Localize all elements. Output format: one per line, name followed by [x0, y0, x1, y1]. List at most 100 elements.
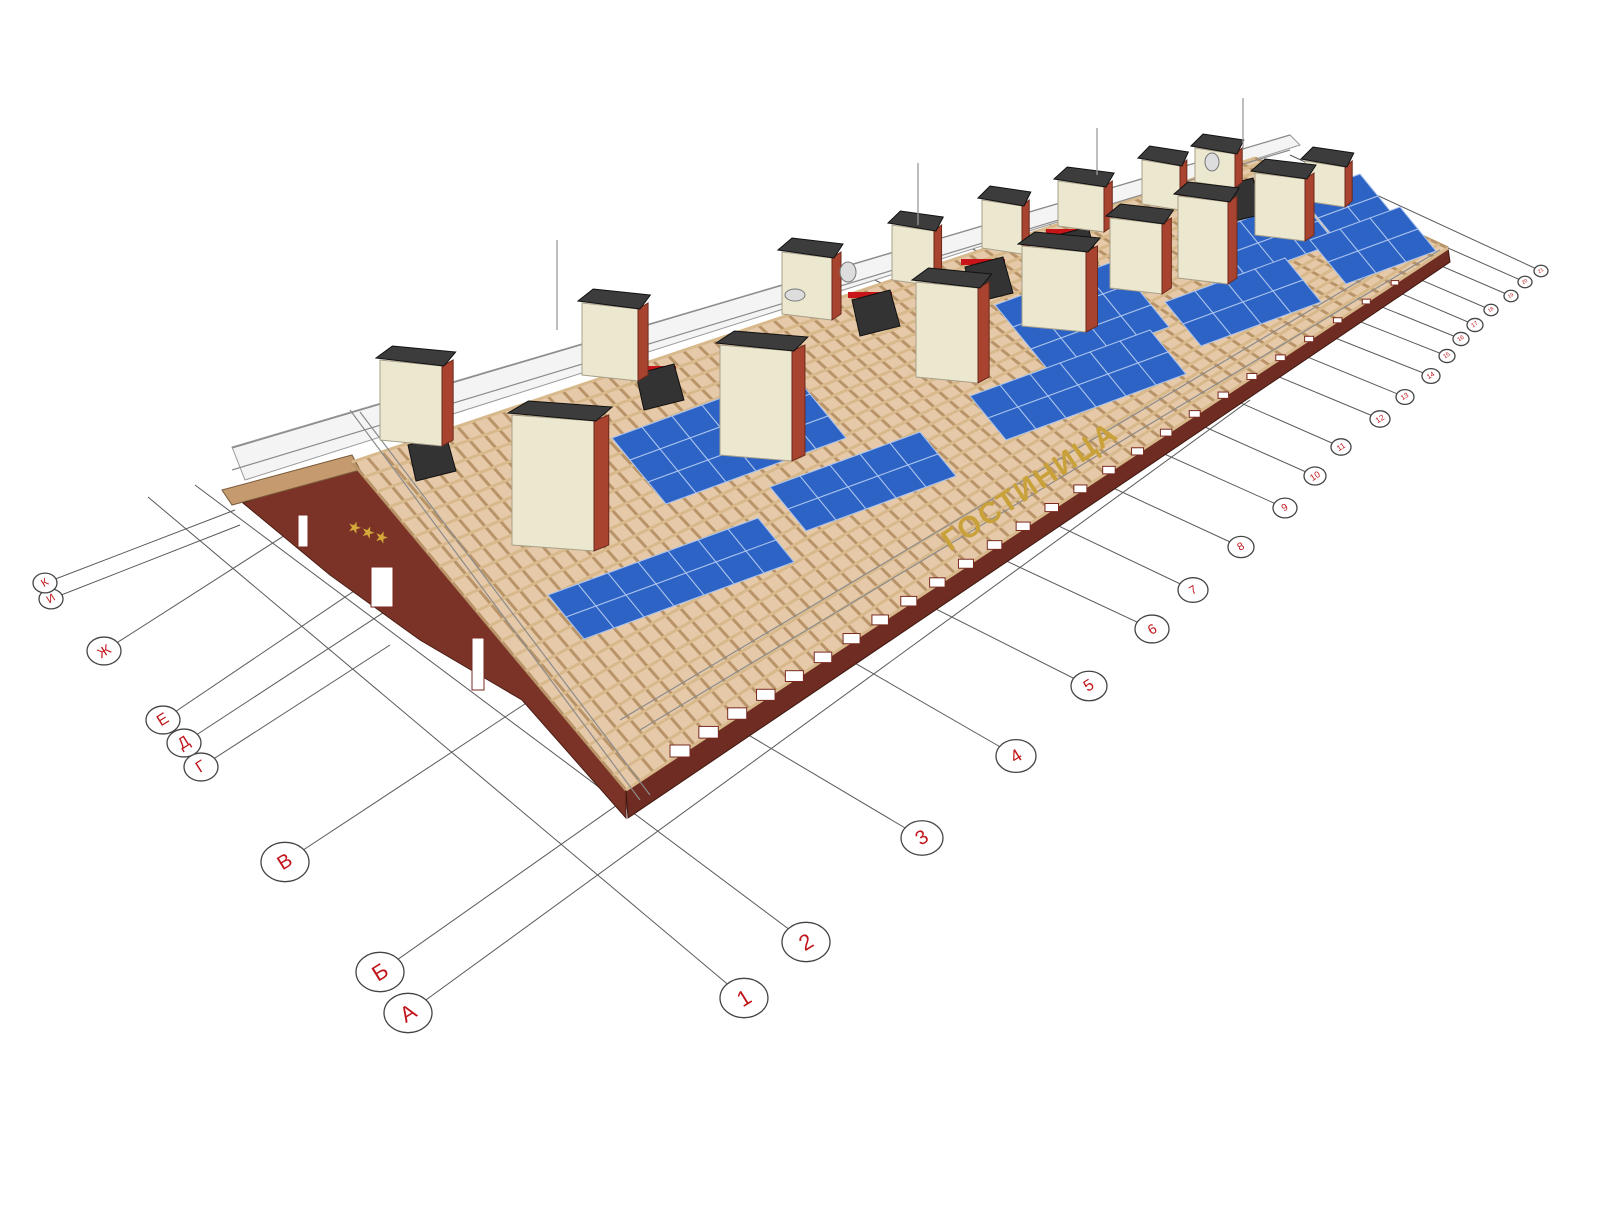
chimney-cap: [1052, 166, 1115, 188]
solar-panel: [1387, 228, 1437, 263]
chimney: [374, 345, 457, 447]
chimney-brick-side: [1344, 159, 1353, 209]
grid-axis-bubble: [1483, 303, 1499, 317]
chimney: [506, 400, 614, 552]
facade-window: [1073, 484, 1088, 494]
solar-panel: [907, 453, 957, 488]
grid-axis-label: 8: [1235, 540, 1247, 553]
chimney-brick-side: [1161, 217, 1172, 295]
chimney: [576, 288, 652, 382]
chimney-face: [581, 302, 639, 382]
grid-axis-label: 18: [1487, 306, 1495, 314]
grid-axis-bubble: [260, 841, 310, 883]
chimney-brick-side: [831, 251, 842, 321]
chimney-face: [1177, 195, 1229, 285]
chimney-face: [379, 359, 443, 447]
chimney-cap: [886, 210, 945, 232]
gable-window: [297, 514, 309, 548]
chimney-brick-side: [1234, 146, 1243, 190]
chimney-face: [1021, 245, 1087, 333]
chimney-cap: [576, 288, 652, 310]
chimney-face: [915, 281, 979, 384]
grid-axis-bubble: [1369, 410, 1391, 428]
chimney-face: [719, 344, 793, 462]
facade-window: [1304, 335, 1315, 343]
facade-window: [1159, 428, 1173, 437]
facade-window: [1102, 465, 1116, 475]
facade-window: [1361, 298, 1371, 305]
solar-panel: [1120, 304, 1170, 339]
grid-axis-bubble: [1134, 614, 1170, 644]
chimney-cap: [1136, 145, 1190, 167]
grid-axis-label: 19: [1507, 292, 1515, 300]
grid-axis-label: 20: [1521, 278, 1529, 286]
solar-panel: [1137, 351, 1187, 386]
grid-axis-label: 15: [1443, 351, 1452, 360]
facade-window: [1044, 503, 1059, 513]
grid-axis-bubble: [1227, 535, 1255, 559]
chimney-brick-side: [1227, 195, 1238, 285]
chimney: [1249, 158, 1317, 242]
facade-window: [813, 651, 833, 664]
railing-bar: [619, 244, 1421, 721]
facade-window: [1217, 391, 1230, 399]
facade-window: [727, 707, 748, 720]
facade-window: [842, 633, 861, 645]
facade-window: [756, 688, 776, 701]
chimney-cap: [1299, 146, 1355, 168]
chimney: [886, 210, 945, 288]
facade-window: [986, 540, 1003, 550]
facade-window: [871, 614, 889, 626]
grid-axis-letter: И: [38, 524, 241, 610]
facade-window: [1332, 317, 1343, 324]
batten: [600, 238, 1432, 762]
grid-axis-bubble: [1533, 264, 1549, 278]
grid-axis-letter: Д: [166, 604, 396, 758]
chimney: [1104, 203, 1175, 295]
facade-window: [957, 558, 974, 569]
grid-axis-label: 16: [1457, 334, 1466, 343]
grid-axis-line: [147, 496, 745, 999]
chimney-cap: [714, 330, 809, 352]
chimney-face: [981, 199, 1023, 255]
chimney-brick-side: [791, 344, 806, 462]
building-model: ГОСТИНИЦА ★★★: [221, 98, 1451, 820]
chimney-cap: [776, 237, 844, 259]
gable-window: [471, 637, 485, 691]
chimney-face: [1254, 172, 1306, 242]
chimney: [714, 330, 809, 462]
chimney-cap: [506, 400, 614, 422]
grid-axis-bubble: [1438, 348, 1456, 364]
chimney-face: [1057, 180, 1105, 233]
grid-axis-bubble: [1330, 438, 1352, 456]
solar-panel: [745, 539, 795, 574]
grid-axis-letter: К: [32, 509, 236, 594]
grid-axis-bubble: [32, 572, 58, 594]
grid-axis-number: 1: [147, 496, 769, 1019]
chimney: [910, 267, 993, 384]
facade-window: [1275, 354, 1286, 362]
gable-window: [370, 566, 394, 608]
facade-window: [669, 744, 691, 758]
grid-axis-bubble: [383, 992, 433, 1034]
railing-bar: [359, 411, 651, 796]
facade-window: [1015, 521, 1031, 531]
grid-axis-line: [194, 484, 807, 943]
grid-axis-line: [50, 524, 241, 600]
chimney-brick-side: [593, 414, 610, 552]
satellite-dish-icon: [1204, 152, 1220, 172]
grid-axis-bubble: [1421, 367, 1441, 385]
grid-axis-bubble: [1466, 317, 1484, 333]
grid-axis-letter: Г: [183, 644, 391, 782]
grid-axis-bubble: [719, 977, 769, 1019]
chimney-face: [1141, 159, 1181, 211]
chimney: [776, 237, 844, 321]
chimney-face: [511, 414, 595, 552]
roof-railing: [231, 134, 1441, 801]
grid-axis-bubble: [900, 820, 944, 856]
railing-bar: [639, 249, 1441, 731]
chimney-brick-side: [1304, 172, 1315, 242]
grid-axis-bubble: [355, 951, 405, 993]
chimneys: [374, 133, 1355, 552]
